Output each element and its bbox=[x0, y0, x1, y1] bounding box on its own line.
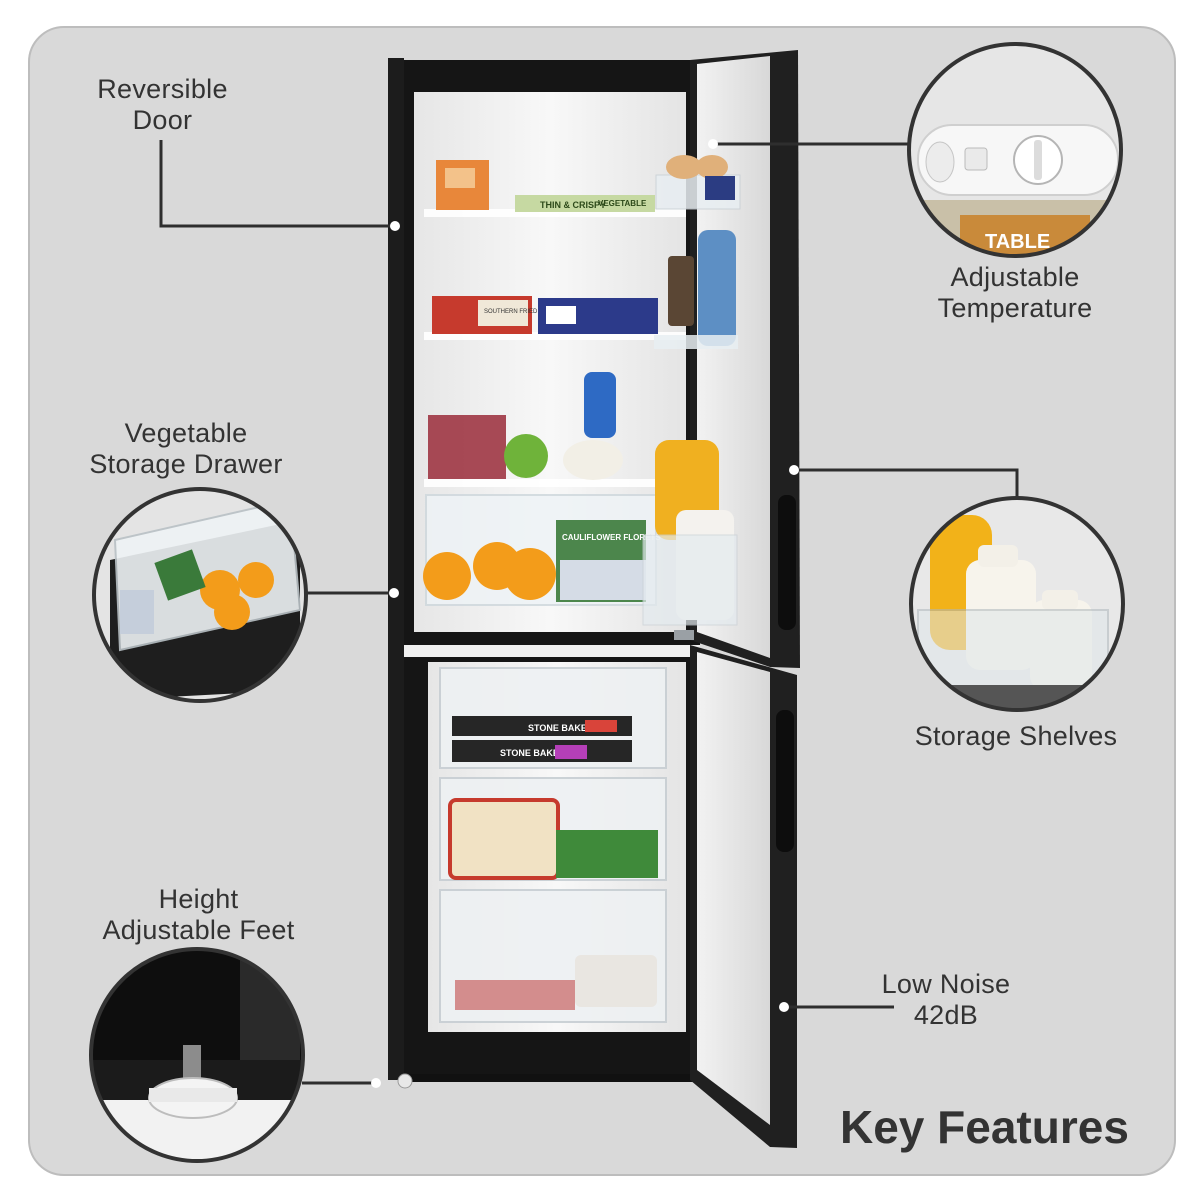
label-vegetable-drawer: Vegetable Storage Drawer bbox=[66, 418, 306, 480]
adjustable-feet-inset bbox=[89, 947, 305, 1163]
stone-baked-label-1: STONE BAKED bbox=[528, 723, 594, 733]
label-line: Vegetable bbox=[124, 418, 248, 448]
door-shelf-inset bbox=[909, 496, 1125, 712]
inset-box-text: TABLE bbox=[985, 231, 1050, 253]
key-features-heading: Key Features bbox=[840, 1101, 1129, 1153]
cauliflower-label: CAULIFLOWER FLORETS bbox=[562, 533, 661, 542]
temperature-dial-inset: TABLE bbox=[907, 42, 1123, 258]
label-line: Reversible bbox=[97, 74, 228, 104]
label-line: Adjustable bbox=[950, 262, 1080, 292]
stone-baked-label-2: STONE BAKED bbox=[500, 748, 566, 758]
fridge-door bbox=[642, 50, 800, 668]
label-height-feet: Height Adjustable Feet bbox=[76, 884, 321, 946]
callout-dots bbox=[371, 139, 799, 1088]
southern-fried-label: SOUTHERN FRIED bbox=[484, 309, 538, 315]
label-adjustable-temperature: Adjustable Temperature bbox=[905, 262, 1125, 324]
label-line: Adjustable Feet bbox=[102, 915, 295, 945]
label-line: Temperature bbox=[937, 293, 1093, 323]
callout-lines bbox=[159, 140, 1019, 1085]
vegetable-label: VEGETABLE bbox=[598, 199, 647, 208]
label-line: Low Noise bbox=[881, 969, 1011, 999]
label-line: Height bbox=[158, 884, 239, 914]
vegetable-drawer-inset bbox=[92, 487, 308, 703]
label-reversible-door: Reversible Door bbox=[70, 74, 255, 136]
label-line: Storage Shelves bbox=[914, 721, 1118, 751]
freezer-door bbox=[674, 630, 797, 1148]
label-line: Storage Drawer bbox=[89, 449, 283, 479]
label-line: Door bbox=[132, 105, 193, 135]
label-line: 42dB bbox=[913, 1000, 979, 1030]
label-low-noise: Low Noise 42dB bbox=[860, 969, 1032, 1031]
fridge-contents: THIN & CRISPY VEGETABLE SOUTHERN FRIED C… bbox=[423, 160, 661, 602]
label-storage-shelves: Storage Shelves bbox=[895, 721, 1137, 752]
freezer-drawers: STONE BAKED STONE BAKED bbox=[439, 667, 667, 1023]
crisps-label: THIN & CRISPY bbox=[540, 200, 606, 210]
